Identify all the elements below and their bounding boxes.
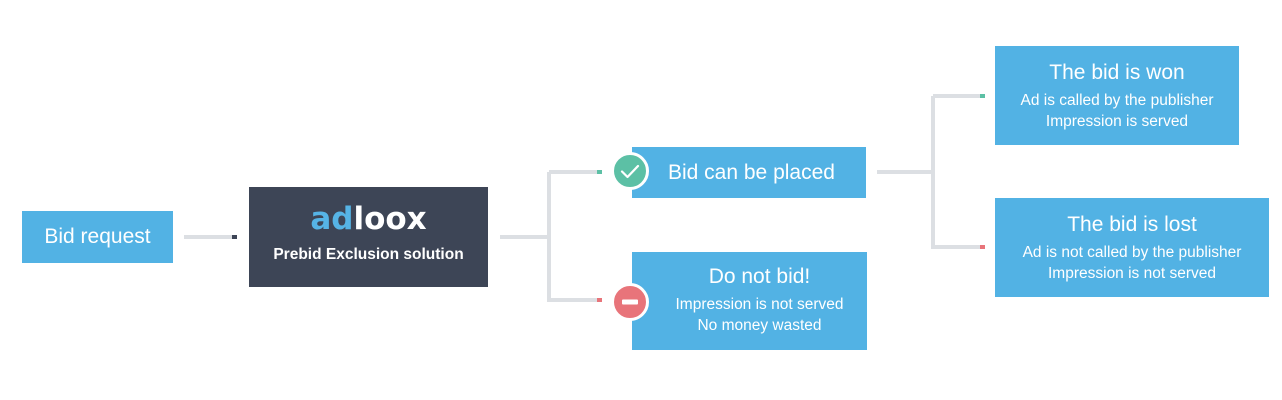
- do-not-bid-line-1: Impression is not served: [675, 296, 844, 313]
- do-not-bid-box: Do not bid! Impression is not served No …: [632, 252, 867, 350]
- bid-won-box: The bid is won Ad is called by the publi…: [995, 46, 1239, 145]
- adloox-box: adloox Prebid Exclusion solution: [249, 187, 488, 287]
- bid-won-line-2: Impression is served: [1045, 113, 1189, 130]
- bid-lost-line-1: Ad is not called by the publisher: [1022, 244, 1242, 261]
- connector-end-marker: [980, 245, 985, 249]
- connector-end-marker: [597, 170, 602, 174]
- adloox-logo: adloox: [310, 201, 427, 237]
- bid-lost-box: The bid is lost Ad is not called by the …: [995, 198, 1269, 297]
- bid-lost-title: The bid is lost: [1067, 213, 1197, 236]
- checkmark-icon: [611, 152, 649, 190]
- bid-request-label: Bid request: [44, 225, 151, 248]
- connector-end-marker: [597, 298, 602, 302]
- bid-request-box: Bid request: [22, 211, 173, 263]
- adloox-caption: Prebid Exclusion solution: [273, 246, 464, 263]
- do-not-bid-line-2: No money wasted: [697, 317, 822, 334]
- do-not-bid-title: Do not bid!: [708, 265, 811, 288]
- bid-won-title: The bid is won: [1049, 61, 1185, 84]
- bid-won-line-1: Ad is called by the publisher: [1020, 92, 1214, 109]
- minus-icon: [611, 283, 649, 321]
- bid-placed-label: Bid can be placed: [668, 160, 835, 184]
- connector-end-marker: [980, 94, 985, 98]
- bid-placed-box: Bid can be placed: [632, 147, 866, 198]
- bid-lost-line-2: Impression is not served: [1048, 265, 1216, 282]
- connector-end-marker: [232, 235, 237, 239]
